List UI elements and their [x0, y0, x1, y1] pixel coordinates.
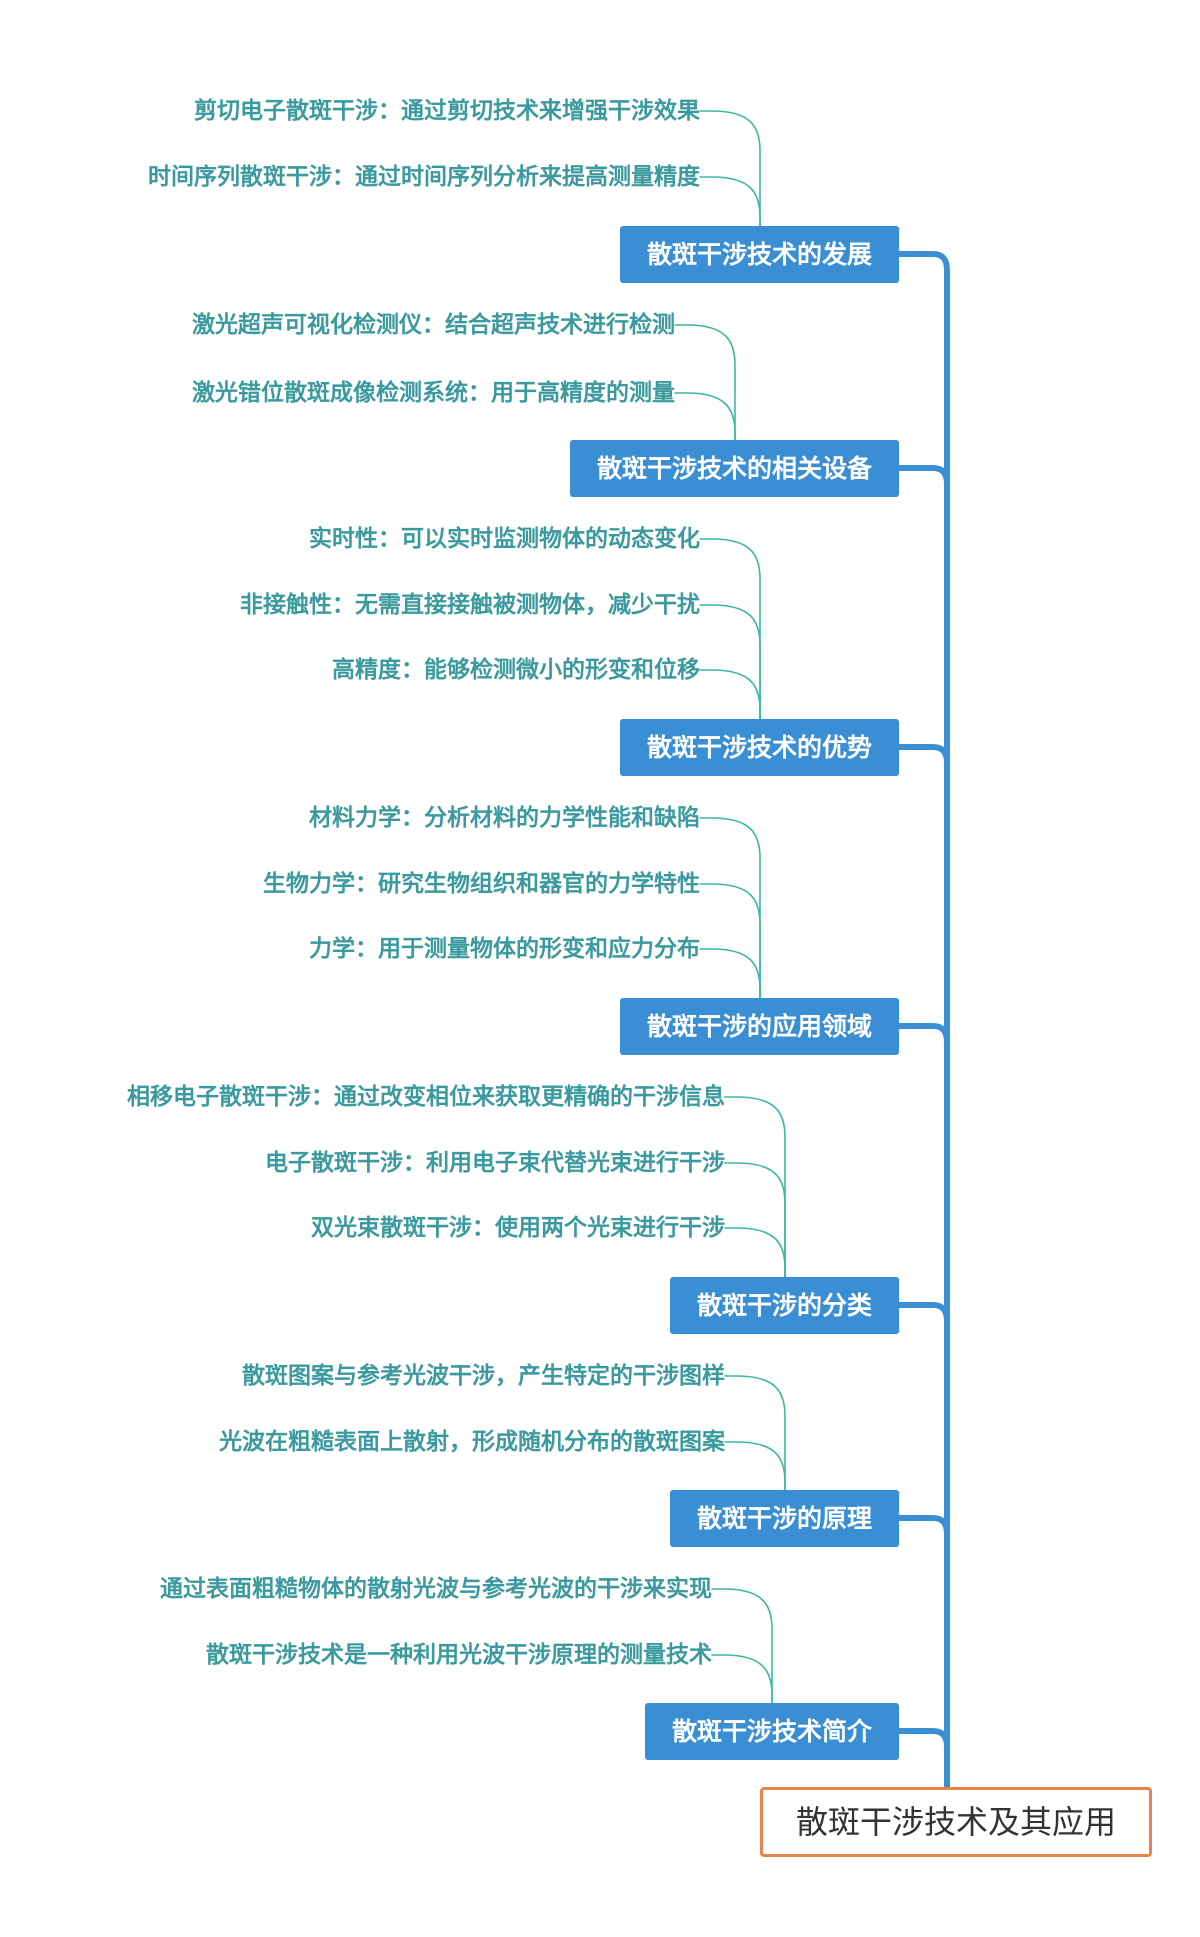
trunk-line-7 [896, 1728, 950, 1790]
branch-equipment[interactable]: 散斑干涉技术的相关设备 [570, 440, 899, 497]
branch-principle[interactable]: 散斑干涉的原理 [670, 1490, 899, 1547]
branch-applications[interactable]: 散斑干涉的应用领域 [620, 998, 899, 1055]
leaf-connector-4-1 [699, 817, 761, 999]
leaf-connector-4-3 [699, 948, 761, 999]
trunk-line-3 [896, 744, 950, 1790]
leaf-applications-3[interactable]: 力学：用于测量物体的形变和应力分布 [309, 936, 700, 962]
trunk-line-5 [896, 1302, 950, 1790]
leaf-connector-3-2 [699, 604, 761, 720]
leaf-advantages-3[interactable]: 高精度：能够检测微小的形变和位移 [332, 657, 700, 683]
leaf-connector-3-3 [699, 669, 761, 720]
leaf-connector-6-1 [724, 1375, 786, 1491]
trunk-line-1 [896, 251, 950, 1790]
trunk-line-6 [896, 1515, 950, 1790]
branch-classification[interactable]: 散斑干涉的分类 [670, 1277, 899, 1334]
branch-advantages[interactable]: 散斑干涉技术的优势 [620, 719, 899, 776]
leaf-connector-5-1 [724, 1096, 786, 1278]
root-node[interactable]: 散斑干涉技术及其应用 [760, 1787, 1152, 1857]
leaf-connector-5-3 [724, 1227, 786, 1278]
leaf-introduction-1[interactable]: 通过表面粗糙物体的散射光波与参考光波的干涉来实现 [160, 1576, 712, 1602]
leaf-connector-3-1 [699, 538, 761, 720]
leaf-classification-2[interactable]: 电子散斑干涉：利用电子束代替光束进行干涉 [265, 1150, 725, 1176]
leaf-development-2[interactable]: 时间序列散斑干涉：通过时间序列分析来提高测量精度 [148, 164, 700, 190]
leaf-connector-2-1 [674, 324, 736, 441]
leaf-equipment-1[interactable]: 激光超声可视化检测仪：结合超声技术进行检测 [192, 312, 675, 338]
trunk-line-2 [896, 465, 950, 1790]
leaf-connector-1-1 [699, 110, 761, 227]
leaf-development-1[interactable]: 剪切电子散斑干涉：通过剪切技术来增强干涉效果 [194, 98, 700, 124]
leaf-connector-7-2 [711, 1654, 773, 1704]
leaf-applications-2[interactable]: 生物力学：研究生物组织和器官的力学特性 [263, 871, 700, 897]
branch-introduction[interactable]: 散斑干涉技术简介 [645, 1703, 899, 1760]
leaf-connector-1-2 [699, 176, 761, 227]
leaf-equipment-2[interactable]: 激光错位散斑成像检测系统：用于高精度的测量 [192, 380, 675, 406]
leaf-principle-1[interactable]: 散斑图案与参考光波干涉，产生特定的干涉图样 [242, 1363, 725, 1389]
leaf-classification-3[interactable]: 双光束散斑干涉：使用两个光束进行干涉 [311, 1215, 725, 1241]
leaf-connector-2-2 [674, 392, 736, 441]
leaf-principle-2[interactable]: 光波在粗糙表面上散射，形成随机分布的散斑图案 [219, 1429, 725, 1455]
leaf-connector-5-2 [724, 1162, 786, 1278]
leaf-applications-1[interactable]: 材料力学：分析材料的力学性能和缺陷 [309, 805, 700, 831]
leaf-connector-6-2 [724, 1441, 786, 1491]
leaf-connector-7-1 [711, 1588, 773, 1704]
leaf-introduction-2[interactable]: 散斑干涉技术是一种利用光波干涉原理的测量技术 [206, 1642, 712, 1668]
branch-development[interactable]: 散斑干涉技术的发展 [620, 226, 899, 283]
leaf-advantages-2[interactable]: 非接触性：无需直接接触被测物体，减少干扰 [240, 592, 700, 618]
leaf-classification-1[interactable]: 相移电子散斑干涉：通过改变相位来获取更精确的干涉信息 [127, 1084, 725, 1110]
trunk-line-4 [896, 1023, 950, 1790]
leaf-advantages-1[interactable]: 实时性：可以实时监测物体的动态变化 [309, 526, 700, 552]
leaf-connector-4-2 [699, 883, 761, 999]
